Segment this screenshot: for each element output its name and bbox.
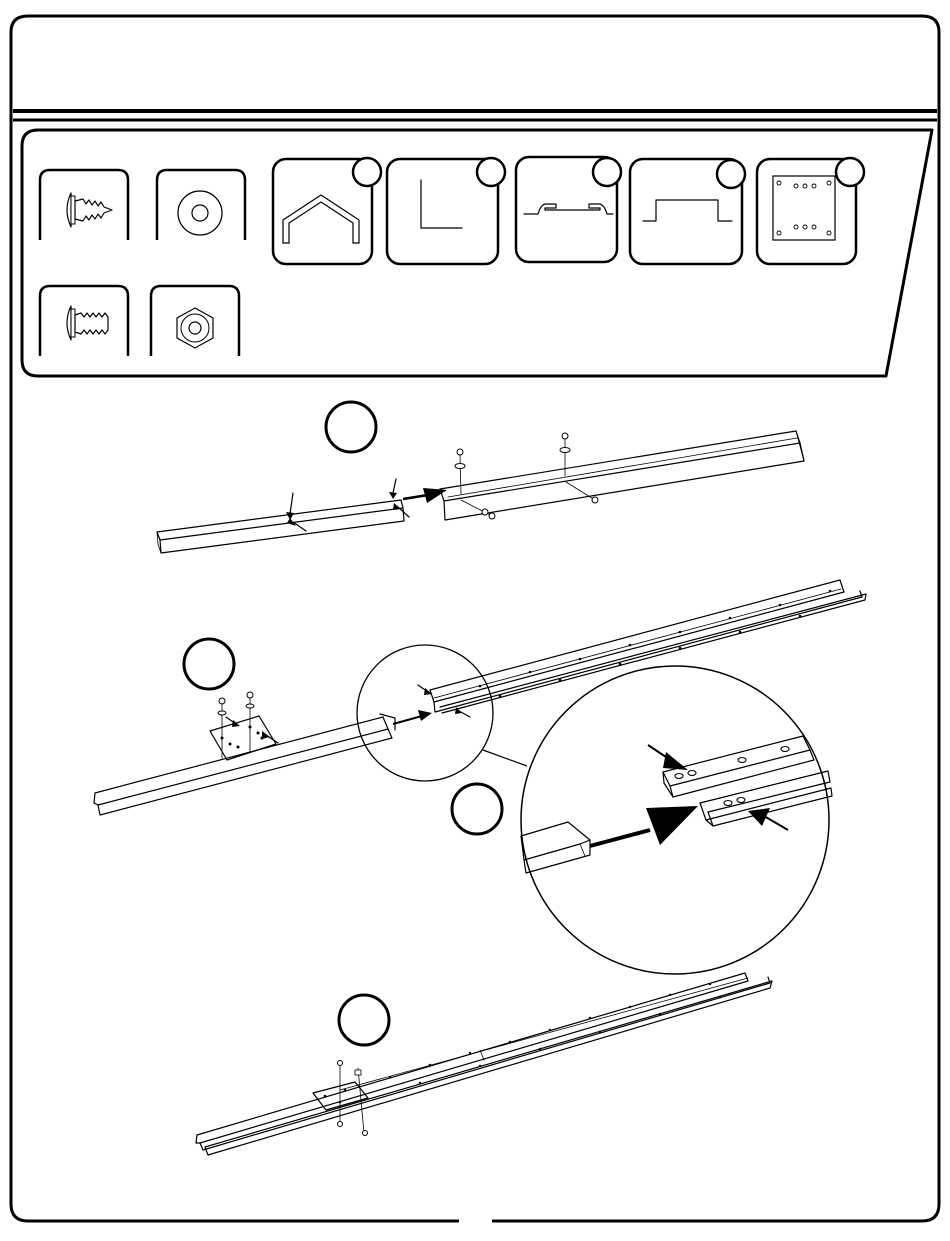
part-hex-nut <box>151 286 239 356</box>
part-u-channel <box>630 159 745 264</box>
joined-long-rail <box>196 973 772 1155</box>
step-1-illustration <box>157 402 804 553</box>
screw-icon <box>67 193 112 227</box>
part-truss-head-screw <box>40 170 128 240</box>
step-number-circle <box>452 784 502 834</box>
insert-arrow <box>403 488 447 503</box>
short-angle-rail <box>157 500 404 553</box>
step-2-illustration <box>94 580 866 974</box>
long-angle-rail <box>440 431 804 520</box>
part-splice-plate <box>757 158 864 264</box>
insert-arrow <box>393 710 432 724</box>
splice-plate-on-rail <box>210 692 278 760</box>
part-l-angle <box>387 158 505 264</box>
part-angle-brace <box>273 158 381 264</box>
header-band <box>13 111 937 120</box>
step-number-circle <box>326 402 376 452</box>
step-number-circle <box>184 639 234 689</box>
nut-icon <box>177 308 213 348</box>
bolt-icon <box>67 306 108 340</box>
part-top-hat-channel <box>516 157 621 262</box>
part-machine-bolt <box>40 286 128 356</box>
detail-magnified-view <box>521 666 832 974</box>
hat-channel-rail <box>94 714 395 815</box>
washer-icon <box>178 191 222 235</box>
step-3-illustration <box>196 973 772 1155</box>
parts-panel <box>22 130 932 376</box>
step-number-circle <box>339 995 389 1045</box>
part-washer <box>157 170 245 240</box>
